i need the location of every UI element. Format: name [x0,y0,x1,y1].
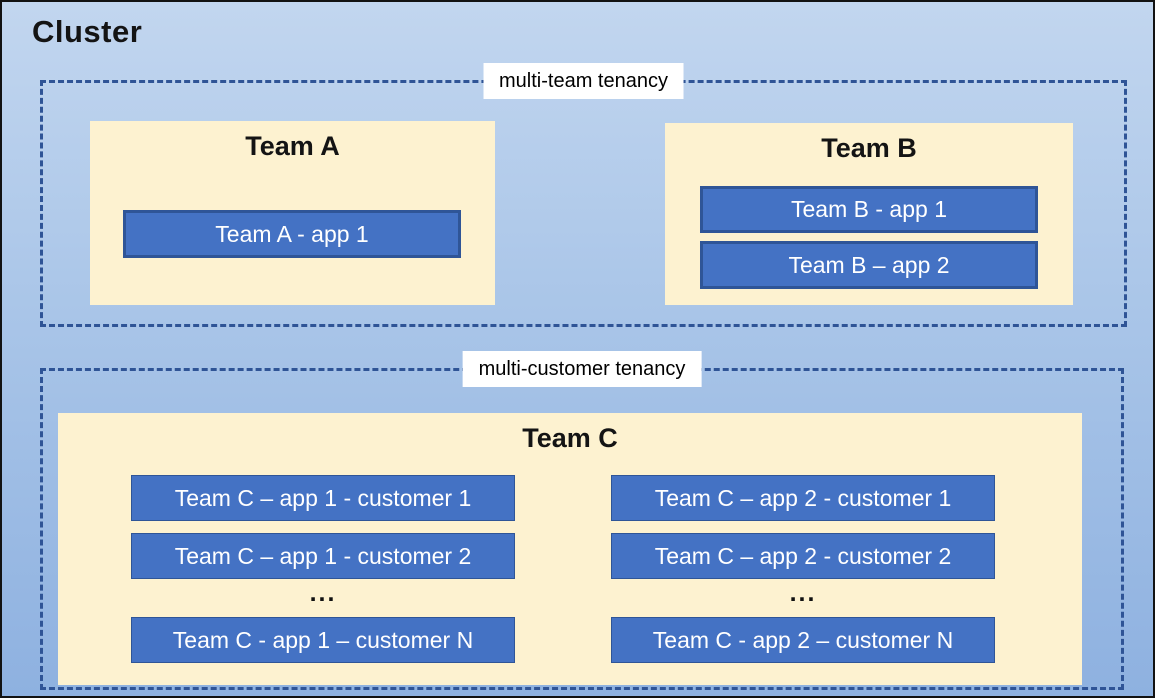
team-c-app2-customer-1-box: Team C – app 2 - customer 1 [611,475,995,521]
team-c-app1-customer-n-box: Team C - app 1 – customer N [131,617,515,663]
multi-customer-tenancy-group: multi-customer tenancy Team C Team C – a… [40,351,1124,690]
team-c-app1-customer-2-box: Team C – app 1 - customer 2 [131,533,515,579]
team-c-app2-ellipsis: ... [789,579,817,607]
team-a-panel: Team A Team A - app 1 [90,121,495,305]
team-b-app-1-box: Team B - app 1 [700,186,1038,233]
team-b-title: Team B [821,133,917,163]
team-c-title: Team C [522,423,618,453]
team-c-app2-customer-2-box: Team C – app 2 - customer 2 [611,533,995,579]
multi-team-tenancy-group: multi-team tenancy Team A Team A - app 1… [40,63,1127,327]
team-b-panel: Team B Team B - app 1 Team B – app 2 [665,123,1073,305]
team-c-app1-customer-1-box: Team C – app 1 - customer 1 [131,475,515,521]
multi-customer-tenancy-label: multi-customer tenancy [462,351,702,387]
team-c-app1-ellipsis: ... [309,579,337,607]
team-a-app-1-box: Team A - app 1 [123,210,461,258]
cluster-title: Cluster [32,14,143,49]
team-a-title: Team A [245,131,340,161]
team-b-app-2-box: Team B – app 2 [700,241,1038,289]
team-c-panel: Team C Team C – app 1 - customer 1 Team … [58,413,1082,685]
multi-team-tenancy-label: multi-team tenancy [483,63,684,99]
team-c-app2-customer-n-box: Team C - app 2 – customer N [611,617,995,663]
